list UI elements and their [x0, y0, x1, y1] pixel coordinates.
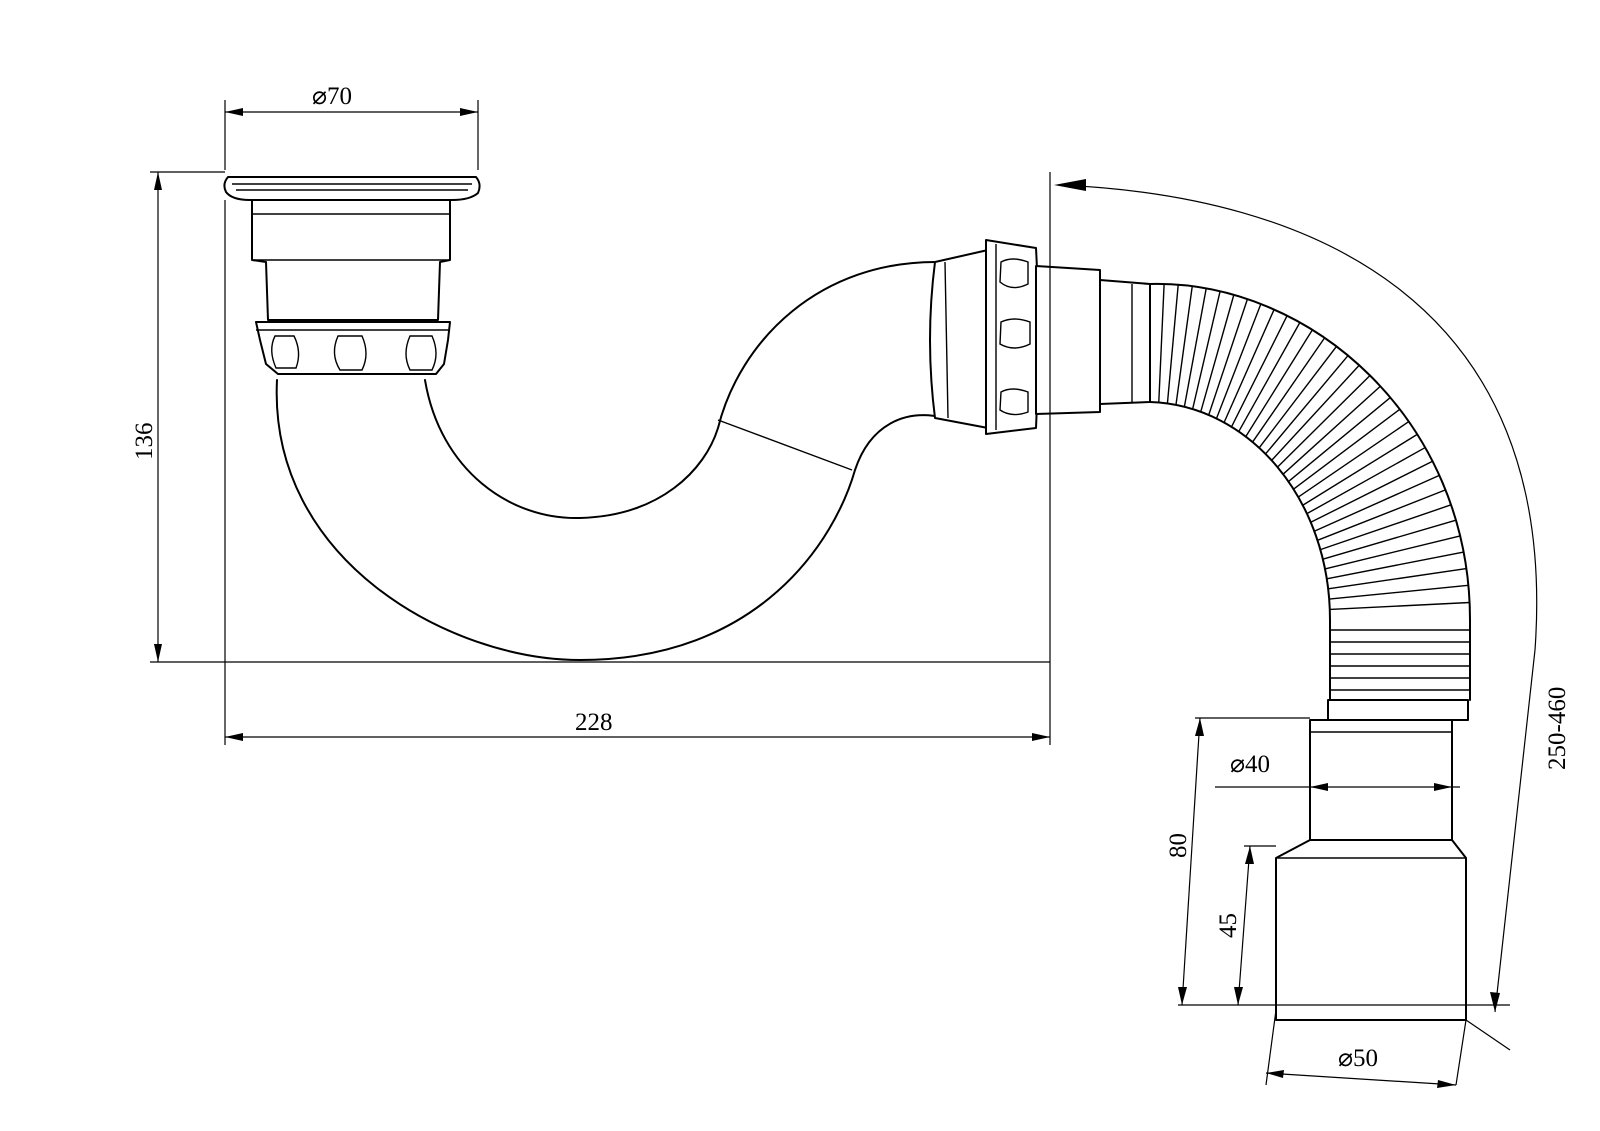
hose-rib: [1191, 291, 1221, 410]
hose-rib: [1310, 460, 1433, 523]
hose-rib: [1326, 551, 1464, 580]
outlet-connector: [1275, 699, 1469, 1021]
hose-rib: [1264, 355, 1349, 455]
dim-label-height-136: 136: [131, 423, 158, 461]
dim-label-diameter-70: ⌀70: [312, 83, 352, 110]
hose-rib: [1329, 601, 1470, 611]
hose-rib: [1158, 283, 1165, 403]
dim-label-hose-length: 250-460: [1544, 687, 1571, 770]
hose-rib: [1306, 446, 1426, 515]
hose-rib: [1238, 322, 1301, 432]
hose-rib: [1329, 584, 1469, 600]
dim-label-diameter-50: ⌀50: [1338, 1045, 1378, 1072]
hose-rib: [1208, 298, 1249, 416]
dim-label-depth-45: 45: [1215, 913, 1242, 938]
hose-rib: [1320, 504, 1452, 551]
hose-rib: [1175, 286, 1193, 405]
hose-rib: [1317, 489, 1446, 541]
outlet-flange: [223, 176, 481, 321]
hose-rib: [1215, 303, 1262, 419]
hose-rib: [1200, 294, 1235, 413]
hose-rib: [1328, 567, 1467, 590]
hose-rib: [1252, 337, 1326, 443]
dimension-arrows: [154, 108, 1500, 1088]
corrugated-hose: [1149, 282, 1471, 701]
dimension-lines: [150, 100, 1538, 1086]
hose-rib: [1302, 433, 1418, 506]
hose-rib: [1271, 364, 1360, 461]
hose-rib: [1183, 288, 1207, 407]
hose-rib: [1314, 474, 1440, 532]
hose-rib: [1230, 315, 1288, 428]
dim-label-length-80: 80: [1165, 833, 1192, 858]
hose-rib: [1277, 375, 1371, 468]
top-union-nut: [255, 321, 451, 375]
hose-rib: [1223, 309, 1275, 423]
bottle-trap-body: [275, 260, 946, 661]
hose-rib: [1245, 329, 1313, 437]
hose-rib: [1297, 421, 1410, 498]
hose-rib: [1293, 408, 1401, 490]
hose-rib: [1287, 397, 1391, 483]
hose-rib: [1322, 519, 1457, 560]
side-union-nut: [929, 239, 1151, 435]
dim-label-length-228: 228: [575, 709, 613, 736]
hose-rib: [1166, 284, 1179, 404]
hose-rib: [1258, 346, 1338, 449]
hose-rib: [1282, 385, 1381, 475]
dim-label-diameter-40: ⌀40: [1230, 751, 1270, 778]
hose-rib: [1324, 535, 1461, 570]
